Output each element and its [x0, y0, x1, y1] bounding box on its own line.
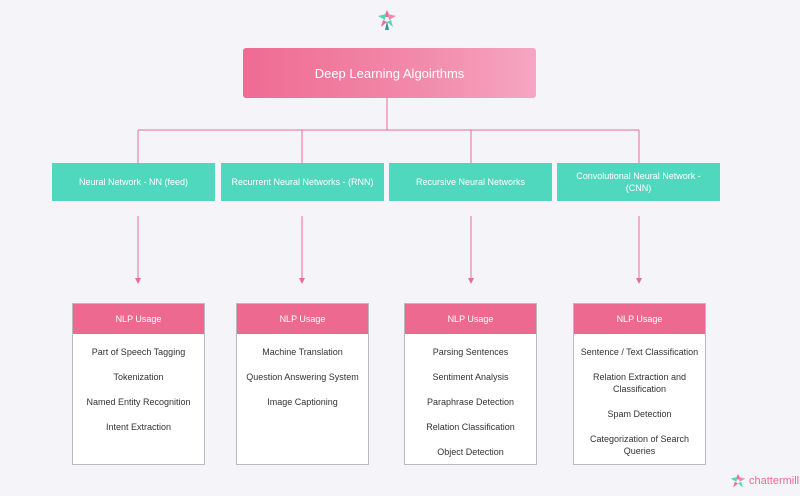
list-item: Image Captioning — [267, 397, 338, 407]
category-label: Recurrent Neural Networks - (RNN) — [231, 177, 374, 187]
arrow-down-icon — [636, 278, 642, 284]
list-item: Spam Detection — [607, 409, 672, 419]
usage-list: Part of Speech Tagging Tokenization Name… — [73, 334, 204, 433]
card-heading: NLP Usage — [405, 304, 536, 334]
chattermill-logo-icon — [378, 10, 396, 30]
list-item: Categorization of Search Queries — [589, 434, 690, 456]
list-item: Relation Classification — [426, 422, 515, 432]
category-box-recursive: Recursive Neural Networks — [389, 163, 552, 201]
list-item: Named Entity Recognition — [86, 397, 191, 407]
arrow-down-icon — [468, 278, 474, 284]
nlp-usage-card-rnn: NLP Usage Machine Translation Question A… — [236, 303, 369, 465]
list-item: Sentence / Text Classification — [580, 347, 699, 357]
chattermill-logo-icon — [730, 473, 746, 488]
category-box-cnn: Convolutional Neural Network - (CNN) — [557, 163, 720, 201]
category-label: Convolutional Neural Network - (CNN) — [576, 171, 701, 193]
usage-list: Machine Translation Question Answering S… — [237, 334, 368, 408]
category-label: Neural Network - NN (feed) — [78, 177, 189, 187]
diagram-title: Deep Learning Algoirthms — [314, 65, 465, 81]
list-item: Relation Extraction and Classification — [592, 372, 687, 394]
brand-name: chattermill — [749, 475, 800, 487]
nlp-usage-card-nn: NLP Usage Part of Speech Tagging Tokeniz… — [72, 303, 205, 465]
nlp-usage-card-recursive: NLP Usage Parsing Sentences Sentiment An… — [404, 303, 537, 465]
list-item: Tokenization — [113, 372, 164, 382]
card-heading: NLP Usage — [574, 304, 705, 334]
list-item: Question Answering System — [246, 372, 359, 382]
category-box-rnn: Recurrent Neural Networks - (RNN) — [221, 163, 384, 201]
category-label: Recursive Neural Networks — [415, 177, 526, 187]
list-item: Intent Extraction — [105, 422, 172, 432]
list-item: Paraphrase Detection — [426, 397, 515, 407]
brand-watermark: chattermill — [730, 472, 799, 490]
category-box-nn: Neural Network - NN (feed) — [52, 163, 215, 201]
usage-list: Parsing Sentences Sentiment Analysis Par… — [405, 334, 536, 458]
card-heading: NLP Usage — [73, 304, 204, 334]
usage-list: Sentence / Text Classification Relation … — [574, 334, 705, 457]
card-heading: NLP Usage — [237, 304, 368, 334]
list-item: Machine Translation — [262, 347, 343, 357]
list-item: Sentiment Analysis — [432, 372, 509, 382]
arrow-down-icon — [299, 278, 305, 284]
list-item: Part of Speech Tagging — [91, 347, 186, 357]
nlp-usage-card-cnn: NLP Usage Sentence / Text Classification… — [573, 303, 706, 465]
diagram-title-box: Deep Learning Algoirthms — [243, 48, 536, 98]
arrow-down-icon — [135, 278, 141, 284]
list-item: Object Detection — [437, 447, 504, 457]
list-item: Parsing Sentences — [432, 347, 509, 357]
